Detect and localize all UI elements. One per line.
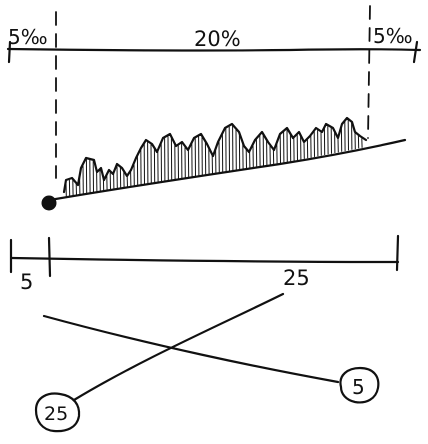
top-middle-label: 20%	[194, 27, 241, 51]
top-left-label: 5‰	[8, 25, 48, 49]
top-dimension-scale: 5‰ 20% 5‰	[6, 24, 422, 64]
terrain-profile	[48, 116, 407, 202]
circle-label-25-text: 25	[44, 403, 68, 425]
canopy-outline	[62, 116, 368, 194]
start-point-dot	[41, 195, 57, 211]
bottom-scale-origin-tick	[47, 236, 52, 278]
ascending-line	[72, 292, 285, 402]
top-scale-line	[6, 47, 422, 52]
bottom-scale-line	[10, 256, 400, 264]
top-scale-left-tick	[7, 40, 12, 64]
top-scale-right-tick	[412, 40, 419, 64]
bottom-scale: 5 25	[9, 234, 400, 294]
bottom-left-label: 5	[20, 270, 33, 294]
ground-line	[48, 138, 407, 202]
bottom-right-label: 25	[283, 266, 310, 290]
circle-label-25-ring	[34, 392, 81, 433]
bottom-scale-right-end	[395, 234, 400, 272]
circle-label-25: 25	[34, 392, 81, 433]
circle-label-5-text: 5	[352, 375, 365, 399]
descending-line	[42, 314, 340, 384]
circle-label-5: 5	[339, 366, 380, 404]
circle-label-5-ring	[339, 366, 380, 404]
top-right-label: 5‰	[373, 24, 413, 48]
canopy-hatching	[65, 119, 363, 198]
right-dashed-guide	[367, 5, 371, 139]
crossing-lines	[42, 292, 340, 402]
